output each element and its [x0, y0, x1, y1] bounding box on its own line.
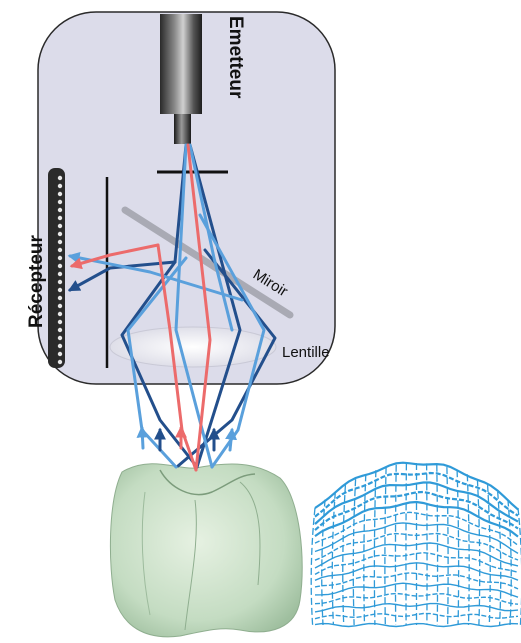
sensor-dot — [58, 200, 62, 204]
sensor-dot — [58, 224, 62, 228]
tooth-image — [110, 464, 302, 637]
sensor-dot — [58, 312, 62, 316]
sensor-dot — [58, 256, 62, 260]
sensor-dot — [58, 352, 62, 356]
sensor-dot — [58, 176, 62, 180]
mesh-line — [385, 467, 386, 625]
sensor-dot — [58, 272, 62, 276]
sensor-dot — [58, 264, 62, 268]
sensor-dot — [58, 208, 62, 212]
sensor-dot — [58, 344, 62, 348]
mesh-line — [437, 465, 438, 625]
emitter-label: Emetteur — [225, 16, 246, 99]
ray-arrow-light-left — [142, 428, 143, 448]
sensor-dot — [58, 288, 62, 292]
sensor-dot — [58, 320, 62, 324]
sensor-dot — [58, 240, 62, 244]
mesh-line — [311, 508, 315, 625]
sensor-dot — [58, 296, 62, 300]
mesh-line — [353, 479, 355, 625]
receptor-label: Récepteur — [26, 234, 47, 328]
mesh-line — [395, 465, 396, 625]
sensor-dot — [58, 304, 62, 308]
mesh-line — [364, 474, 366, 625]
sensor-dot — [58, 248, 62, 252]
sensor-dot — [58, 360, 62, 364]
mesh-line — [457, 470, 459, 625]
sensor-dot — [58, 184, 62, 188]
scan-mesh — [311, 463, 521, 627]
sensor-dot — [58, 216, 62, 220]
sensor-dot — [58, 328, 62, 332]
mesh-line — [477, 479, 479, 625]
sensor-dot — [58, 336, 62, 340]
ray-arrow-light-right — [230, 430, 232, 450]
sensor-dot — [58, 192, 62, 196]
sensor-dot — [58, 232, 62, 236]
receptor-sensor — [48, 168, 65, 368]
lens-label: Lentille — [282, 344, 330, 361]
sensor-dot — [58, 280, 62, 284]
